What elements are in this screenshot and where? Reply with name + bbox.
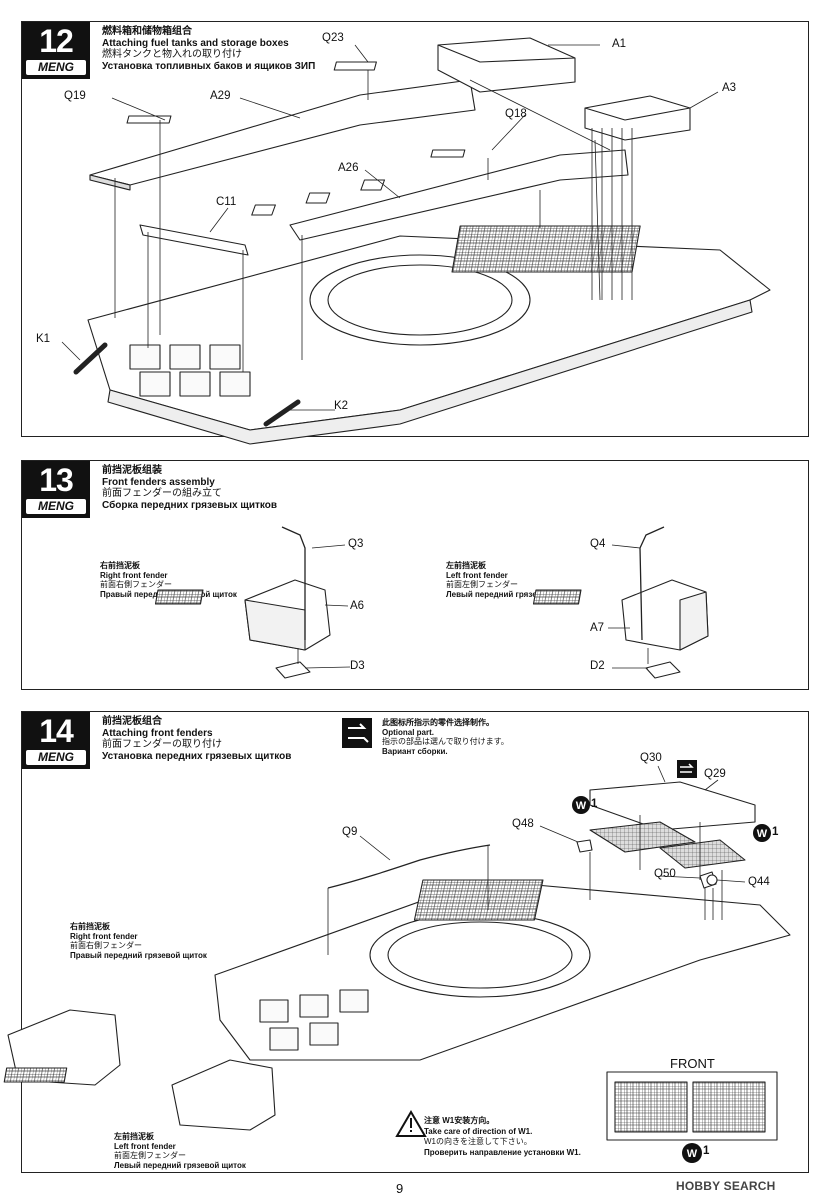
title-ru: Сборка передних грязевых щитков [102, 499, 277, 511]
part-a29 [89, 79, 476, 186]
label-k2: K2 [334, 400, 349, 412]
page-number: 9 [396, 1181, 404, 1196]
label-q4: Q4 [590, 538, 606, 550]
title-en: Attaching fuel tanks and storage boxes [102, 37, 289, 49]
left-fender-caption: 左前挡泥板 Left front fender 前面左側フェンダー Левый … [114, 1132, 246, 1170]
label-q44: Q44 [748, 876, 770, 888]
step-13-badge: 13 MENG [22, 461, 90, 518]
title-zh: 燃料箱和储物箱组合 [102, 26, 192, 37]
front-label: FRONT [670, 1056, 715, 1071]
optional-part-note: 此图标所指示的零件选择制作。 Optional part. 指示の部品は選んで取… [382, 718, 509, 756]
label-a29: A29 [210, 90, 231, 102]
w1-badges [572, 796, 771, 1163]
part-q3 [281, 526, 306, 640]
step-14-badge: 14 MENG [22, 712, 90, 769]
label-d3: D3 [350, 660, 365, 672]
part-d2 [645, 661, 681, 679]
direction-warning: 注意 W1安装方向。 Take care of direction of W1.… [424, 1116, 581, 1157]
part-q4 [639, 526, 665, 641]
left-fender-caption: 左前挡泥板 Left front fender 前面左側フェンダー Левый … [446, 561, 578, 599]
label-a7: A7 [590, 622, 605, 634]
title-ja: 前面フェンダーの取り付け [102, 739, 222, 750]
right-fender-caption: 右前挡泥板 Right front fender 前面右側フェンダー Правы… [70, 922, 207, 960]
step-14-titles: 前挡泥板组合 Attaching front fenders 前面フェンダーの取… [102, 716, 291, 762]
engine-grille [451, 225, 641, 273]
title-zh: 前挡泥板组装 [102, 465, 162, 476]
engine-grille-14 [413, 879, 544, 921]
label-c11: C11 [216, 196, 237, 208]
watermark: HOBBY SEARCH [676, 1179, 776, 1193]
step-number: 14 [39, 713, 74, 749]
w1-suffix: 1 [703, 1145, 710, 1157]
part-q44 [706, 874, 718, 886]
w1-suffix: 1 [591, 798, 598, 810]
part-w1-a [589, 821, 696, 853]
step-12-badge: 12 MENG [22, 22, 90, 79]
label-q19: Q19 [64, 90, 86, 102]
label-q29: Q29 [704, 768, 726, 780]
label-q30: Q30 [640, 752, 662, 764]
label-q50: Q50 [654, 868, 676, 880]
title-en: Front fenders assembly [102, 476, 215, 488]
hatch-panels [129, 344, 251, 397]
label-d2: D2 [590, 660, 605, 672]
part-q48 [576, 839, 593, 853]
title-zh: 前挡泥板组合 [102, 716, 162, 727]
title-ru: Установка передних грязевых щитков [102, 750, 292, 762]
step-number: 12 [39, 23, 74, 59]
label-k1: K1 [36, 333, 51, 345]
svg-text:W: W [757, 828, 768, 840]
part-q23 [333, 61, 377, 71]
label-a3: A3 [722, 82, 737, 94]
part-d3 [275, 661, 311, 679]
label-q3: Q3 [348, 538, 364, 550]
svg-text:W: W [687, 1148, 698, 1160]
part-k1 [73, 342, 108, 375]
w1-suffix: 1 [772, 826, 779, 838]
part-q18 [430, 149, 466, 158]
step-12-titles: 燃料箱和储物箱组合 Attaching fuel tanks and stora… [102, 26, 315, 72]
brand-logo: MENG [26, 499, 86, 514]
label-a26: A26 [338, 162, 359, 174]
part-c11 [139, 224, 249, 256]
warning-icon [395, 1110, 427, 1137]
brand-logo: MENG [26, 60, 86, 75]
step-13-titles: 前挡泥板组装 Front fenders assembly 前面フェンダーの組み… [102, 465, 277, 511]
step-number: 13 [39, 462, 74, 498]
label-q48: Q48 [512, 818, 534, 830]
brand-logo: MENG [26, 750, 86, 765]
label-q18: Q18 [505, 108, 527, 120]
left-fender-14 [171, 1059, 276, 1131]
part-k2 [263, 399, 301, 427]
label-a6: A6 [350, 600, 365, 612]
label-a1: A1 [612, 38, 627, 50]
title-ja: 前面フェンダーの組み立て [102, 488, 222, 499]
part-q9 [327, 844, 491, 889]
step-13-panel: 13 MENG 前挡泥板组装 Front fenders assembly 前面… [21, 460, 809, 690]
part-q29 [589, 781, 756, 831]
title-ru: Установка топливных баков и ящиков ЗИП [102, 60, 316, 72]
label-q23: Q23 [322, 32, 344, 44]
optional-part-icon [342, 718, 697, 778]
title-en: Attaching front fenders [102, 727, 213, 739]
title-ja: 燃料タンクと物入れの取り付け [102, 49, 242, 60]
svg-text:W: W [576, 800, 587, 812]
part-a1 [437, 37, 576, 93]
label-q9: Q9 [342, 826, 358, 838]
part-a26 [289, 149, 629, 241]
